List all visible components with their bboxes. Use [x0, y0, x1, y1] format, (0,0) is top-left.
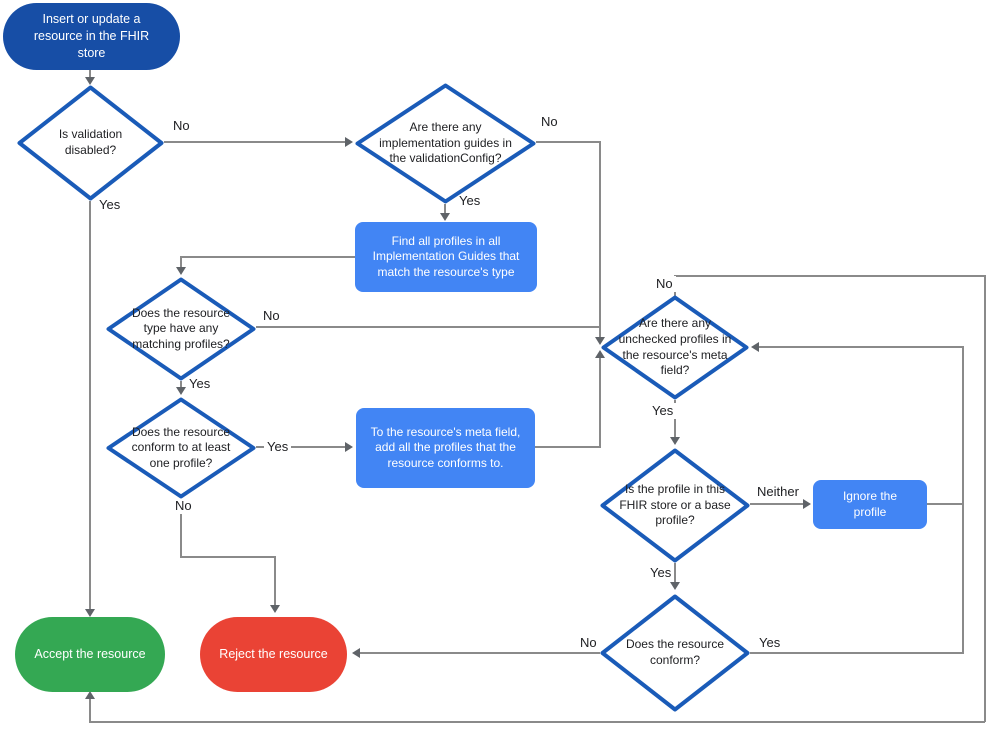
arrowhead — [345, 442, 353, 452]
process-add-profiles: To the resource's meta field, add all th… — [356, 408, 535, 488]
diamond-shape — [106, 277, 256, 381]
edge-label-yes: Yes — [96, 197, 124, 213]
arrowhead — [440, 213, 450, 221]
edge-label-yes: Yes — [756, 635, 784, 651]
edge-label-yes: Yes — [456, 193, 484, 209]
arrowhead — [352, 648, 360, 658]
edge-rect1-to-d3-down — [180, 256, 182, 269]
edge-rect2-out — [535, 446, 601, 448]
arrowhead — [176, 267, 186, 275]
decision-implementation-guides: Are there any implementation guides in t… — [355, 83, 536, 204]
start-node-label: Insert or update a resource in the FHIR … — [33, 12, 150, 60]
decision-label: Does the resource conform? — [625, 637, 725, 667]
edge-label-no: No — [170, 118, 193, 134]
diamond-shape — [600, 448, 750, 563]
arrowhead — [803, 499, 811, 509]
edge-d4-no-right — [180, 556, 276, 558]
diamond-shape — [106, 397, 256, 499]
arrowhead — [595, 350, 605, 358]
arrowhead — [670, 582, 680, 590]
process-find-profiles: Find all profiles in all Implementation … — [355, 222, 537, 292]
arrowhead — [270, 605, 280, 613]
edge-label-yes: Yes — [186, 376, 214, 392]
diamond-shape — [600, 594, 750, 712]
arrowhead — [176, 387, 186, 395]
edge-loop-right — [984, 275, 986, 722]
edge-rc-yes-left — [757, 346, 963, 348]
edge-rect2-up — [599, 357, 601, 447]
edge-label-yes: Yes — [264, 439, 292, 455]
accept-node: Accept the resource — [15, 617, 165, 692]
edge-d3-yes — [180, 381, 182, 389]
decision-label: Does the resource type have any matching… — [131, 305, 231, 351]
decision-conform-one-profile: Does the resource conform to at least on… — [106, 397, 256, 499]
diamond-shape — [601, 295, 749, 400]
edge-d4-no-down2 — [274, 556, 276, 607]
arrowhead — [595, 337, 605, 345]
accept-node-label: Accept the resource — [34, 647, 146, 662]
edge-loop-to-accept — [89, 697, 91, 722]
edge-ignore-out — [927, 503, 964, 505]
decision-label: Are there any implementation guides in t… — [379, 120, 512, 166]
diamond-shape — [355, 83, 536, 204]
edge-unchecked-no-right — [674, 275, 986, 277]
edge-d1-yes — [89, 201, 91, 611]
edge-d2-no-down — [599, 141, 601, 339]
edge-label-no: No — [653, 276, 676, 292]
edge-rc-no — [357, 652, 600, 654]
edge-rc-yes — [750, 652, 964, 654]
edge-d2-yes — [444, 204, 446, 215]
edge-start-to-d1 — [89, 70, 91, 78]
edge-rc-yes-up — [962, 346, 964, 653]
edge-loop-bottom — [89, 721, 985, 723]
decision-profile-in-store: Is the profile in this FHIR store or a b… — [600, 448, 750, 563]
start-node: Insert or update a resource in the FHIR … — [3, 3, 180, 70]
decision-unchecked-profiles: Are there any unchecked profiles in the … — [601, 295, 749, 400]
edge-label-no: No — [538, 114, 561, 130]
arrowhead — [85, 77, 95, 85]
decision-is-validation-disabled: Is validation disabled? — [17, 85, 164, 201]
edge-label-no: No — [260, 308, 283, 324]
decision-label: Is the profile in this FHIR store or a b… — [619, 482, 731, 528]
arrowhead — [85, 691, 95, 699]
decision-label: Does the resource conform to at least on… — [131, 424, 231, 470]
process-label: Find all profiles in all Implementation … — [372, 233, 520, 279]
edge-label-neither: Neither — [754, 484, 802, 500]
edge-label-no: No — [577, 635, 600, 651]
decision-resource-conform: Does the resource conform? — [600, 594, 750, 712]
process-label: To the resource's meta field, add all th… — [370, 424, 521, 470]
arrowhead — [345, 137, 353, 147]
process-ignore-profile: Ignore the profile — [813, 480, 927, 529]
decision-label: Are there any unchecked profiles in the … — [618, 316, 732, 378]
diamond-shape — [17, 85, 164, 201]
edge-rect1-to-d3 — [181, 256, 355, 258]
edge-d4-yes — [256, 446, 348, 448]
process-label: Ignore the profile — [842, 488, 898, 519]
edge-label-no: No — [172, 498, 195, 514]
arrowhead — [670, 437, 680, 445]
edge-pis-yes — [674, 563, 676, 584]
decision-matching-profiles: Does the resource type have any matching… — [106, 277, 256, 381]
edge-unchecked-yes — [674, 400, 676, 439]
edge-d4-no-down — [180, 499, 182, 557]
decision-label: Is validation disabled? — [58, 127, 123, 157]
edge-d1-no — [164, 141, 348, 143]
arrowhead — [85, 609, 95, 617]
edge-label-yes: Yes — [647, 565, 675, 581]
edge-neither — [750, 503, 805, 505]
edge-d2-no — [536, 141, 601, 143]
arrowhead — [751, 342, 759, 352]
reject-node-label: Reject the resource — [219, 647, 328, 662]
edge-d3-no — [256, 326, 601, 328]
reject-node: Reject the resource — [200, 617, 347, 692]
edge-label-yes: Yes — [649, 403, 677, 419]
